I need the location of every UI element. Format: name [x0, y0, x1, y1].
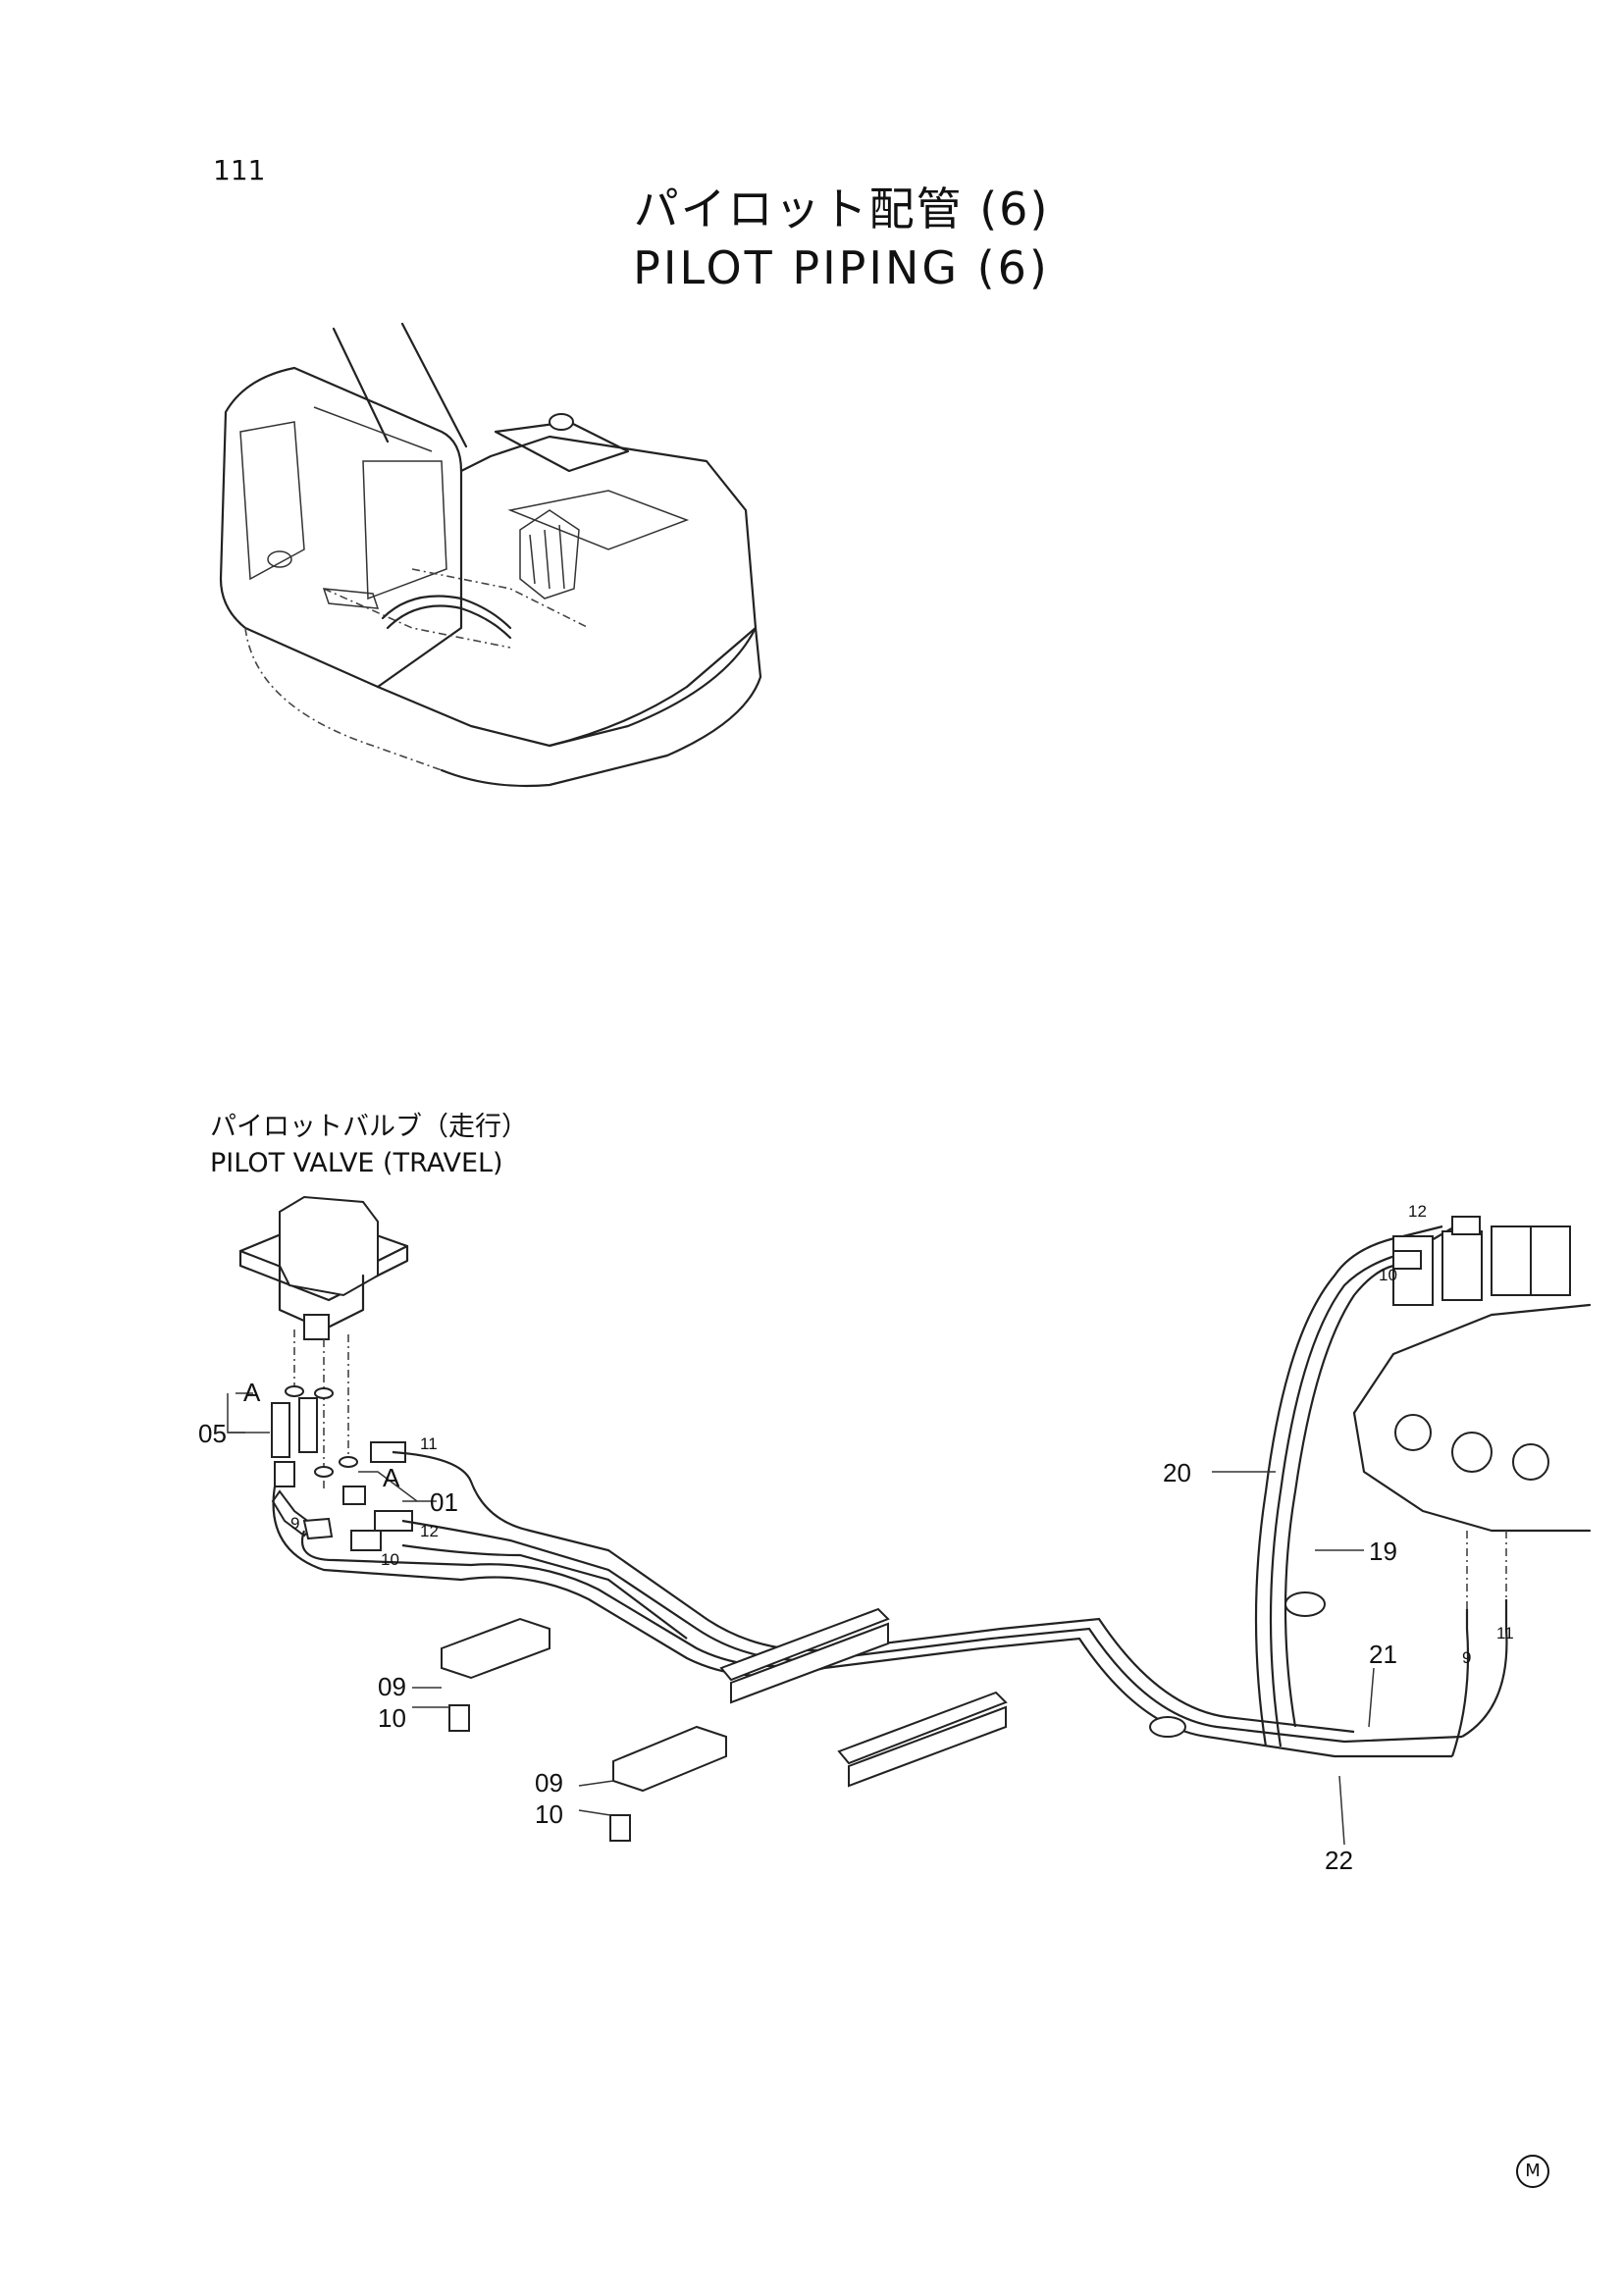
hose-clamps	[719, 1591, 1326, 1788]
component-label-jp: パイロットバルブ（走行）	[210, 1112, 528, 1142]
callout-09-b: 09	[535, 1768, 563, 1798]
hose-tag-9-right: 9	[1462, 1648, 1471, 1667]
callout-01: 01	[430, 1487, 458, 1517]
callout-05: 05	[198, 1419, 227, 1448]
callout-numbers: 05 A A 01 09 10 09 10 20 19 21 22	[198, 1378, 1397, 1875]
view-label-a-2: A	[383, 1463, 400, 1492]
hose-tag-11-right: 11	[1496, 1624, 1514, 1642]
hose-tags: 9 10 11 12 9 10 11 12	[290, 1202, 1514, 1667]
view-label-a-1: A	[243, 1378, 261, 1407]
hose-tag-12-left: 12	[420, 1522, 439, 1540]
callout-20: 20	[1163, 1458, 1191, 1487]
hose-tag-12-right: 12	[1408, 1202, 1427, 1221]
excavator-overview-illustration	[219, 322, 762, 788]
callout-19: 19	[1369, 1537, 1397, 1566]
control-valve	[1352, 1216, 1592, 1609]
manufacturer-mark: M	[1516, 2155, 1549, 2188]
valve-fittings	[271, 1397, 413, 1551]
component-label-en: PILOT VALVE (TRAVEL)	[210, 1148, 503, 1178]
page-title-en: PILOT PIPING (6)	[633, 241, 1050, 294]
hose-tag-10-left: 10	[381, 1550, 399, 1569]
callout-10-a: 10	[378, 1703, 406, 1733]
callout-22: 22	[1325, 1846, 1353, 1875]
callout-09-a: 09	[378, 1672, 406, 1701]
brackets-and-bolts	[441, 1617, 727, 1842]
callout-21: 21	[1369, 1640, 1397, 1669]
hose-tag-11-left: 11	[420, 1434, 438, 1453]
pilot-valve-travel	[238, 1195, 409, 1491]
page-number: 111	[213, 154, 266, 186]
page-title-jp: パイロット配管 (6)	[633, 182, 1050, 235]
callout-10-b: 10	[535, 1799, 563, 1829]
hose-tag-9-left: 9	[290, 1514, 299, 1533]
hose-tag-10-right: 10	[1379, 1266, 1397, 1284]
pilot-hose-bundle	[272, 1216, 1508, 1758]
leader-lines	[227, 1392, 1375, 1846]
